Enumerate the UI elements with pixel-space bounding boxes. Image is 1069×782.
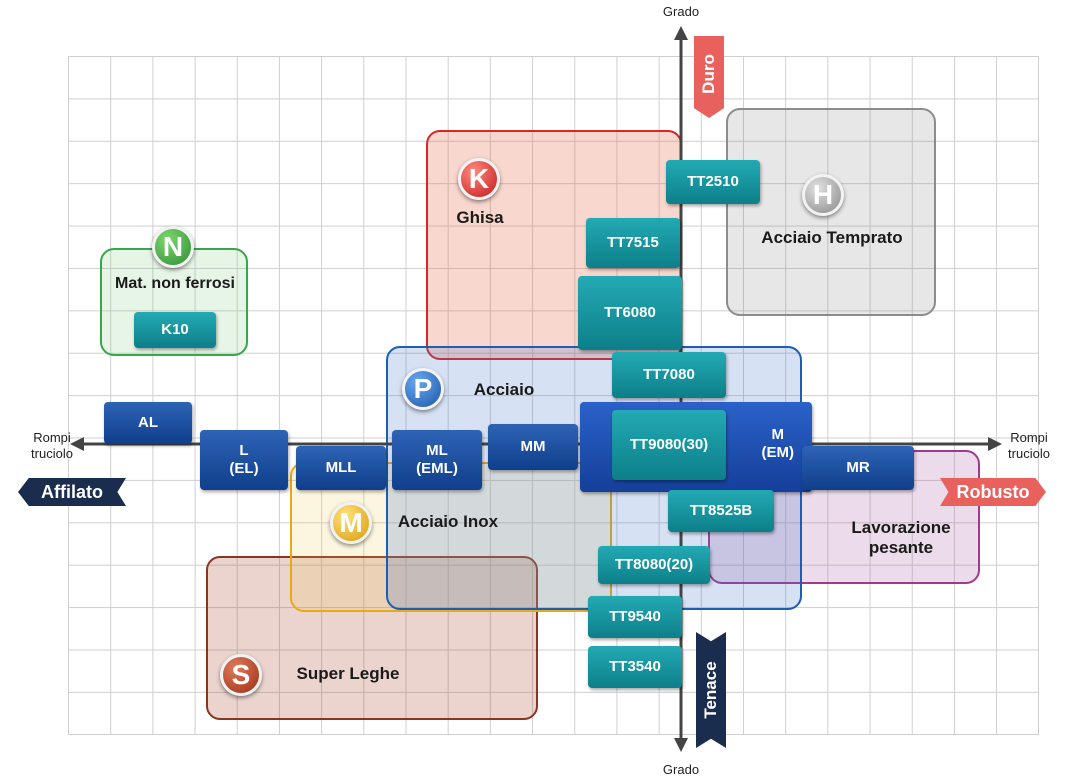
region-label-acciaio: Acciaio — [473, 380, 535, 399]
grade-tt2510[interactable]: TT2510 — [666, 160, 760, 204]
chipbreaker-mr[interactable]: MR — [802, 446, 914, 490]
chipbreaker-mll[interactable]: MLL — [296, 446, 386, 490]
material-k-icon: K — [458, 158, 500, 200]
grade-tt7080[interactable]: TT7080 — [612, 352, 726, 398]
grade-tt3540[interactable]: TT3540 — [588, 646, 682, 688]
region-label-lavorazione-pesante: Lavorazione pesante — [851, 518, 951, 557]
tag-affilato: Affilato — [18, 478, 126, 506]
tag-tenace: Tenace — [696, 632, 726, 748]
region-super-leghe-box — [206, 556, 538, 720]
material-s-icon: S — [220, 654, 262, 696]
region-label-acciaio-temprato: Acciaio Temprato — [761, 228, 903, 247]
axis-arrow-bottom — [674, 738, 688, 752]
chipbreaker-mm[interactable]: MM — [488, 424, 578, 470]
axis-label-bottom: Grado — [662, 762, 700, 777]
grade-k10[interactable]: K10 — [134, 312, 216, 348]
axis-label-right: Rompi truciolo — [1008, 430, 1050, 461]
grade-tt9540[interactable]: TT9540 — [588, 596, 682, 638]
tag-duro: Duro — [694, 36, 724, 118]
axis-label-top: Grado — [662, 4, 700, 19]
chipbreaker-ml-eml[interactable]: ML (EML) — [392, 430, 482, 490]
axis-arrow-right — [988, 437, 1002, 451]
material-m-icon: M — [330, 502, 372, 544]
region-label-acciaio-inox: Acciaio Inox — [397, 512, 499, 531]
material-h-icon: H — [802, 174, 844, 216]
chipbreaker-l-el[interactable]: L (EL) — [200, 430, 288, 490]
region-label-super-leghe: Super Leghe — [296, 664, 400, 683]
chipbreaker-m-em-label: M (EM) — [761, 426, 795, 461]
region-label-ghisa: Ghisa — [456, 208, 504, 227]
chart-grid — [68, 56, 1039, 735]
axis-arrow-left — [70, 437, 84, 451]
axis-arrow-top — [674, 26, 688, 40]
grade-tt8525b[interactable]: TT8525B — [668, 490, 774, 532]
tag-robusto: Robusto — [940, 478, 1046, 506]
material-n-icon: N — [152, 226, 194, 268]
axis-label-left: Rompi truciolo — [31, 430, 73, 461]
grade-tt6080[interactable]: TT6080 — [578, 276, 682, 350]
material-p-icon: P — [402, 368, 444, 410]
grade-tt9080-30[interactable]: TT9080(30) — [612, 410, 726, 480]
grade-tt7515[interactable]: TT7515 — [586, 218, 680, 268]
chipbreaker-al[interactable]: AL — [104, 402, 192, 444]
grade-tt8080-20[interactable]: TT8080(20) — [598, 546, 710, 584]
region-label-mat-non-ferrosi: Mat. non ferrosi — [114, 275, 235, 292]
